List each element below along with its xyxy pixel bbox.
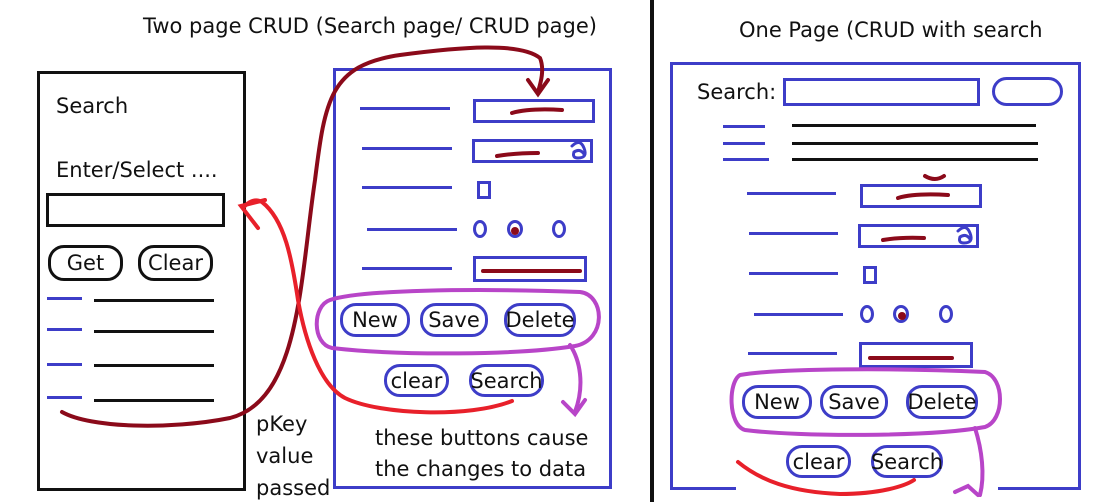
search-page-clear-button[interactable]: Clear [138,245,213,281]
text-field[interactable] [859,342,973,368]
dropdown-field[interactable] [858,224,979,248]
checkbox[interactable] [477,181,491,199]
field-label-line [360,107,450,110]
delete-button[interactable]: Delete [504,303,576,337]
search-page-input[interactable] [46,193,225,227]
radio-option[interactable] [860,305,874,323]
result-row-value [792,158,1038,161]
text-field[interactable] [473,256,587,282]
one-page-clear-button[interactable]: clear [786,445,851,478]
one-page-search-button[interactable] [992,77,1063,106]
field-label-line [747,192,836,195]
radio-option[interactable] [939,305,953,323]
radio-option[interactable] [473,220,487,238]
result-row-key [47,297,82,300]
one-page-new-button[interactable]: New [742,385,812,419]
search-button[interactable]: Search [469,364,544,397]
pkey-note-line: value [256,444,314,468]
pkey-note-line: passed [256,476,331,500]
text-field[interactable] [473,99,595,123]
right-title: One Page (CRUD with search [739,18,1043,42]
one-page-search-button[interactable]: Search [871,445,943,478]
field-label-line [749,232,838,235]
result-row-key [723,158,769,161]
field-label-line [362,186,452,189]
get-button[interactable]: Get [48,245,123,281]
checkbox[interactable] [863,266,877,284]
field-label-line [362,147,452,150]
left-title: Two page CRUD (Search page/ CRUD page) [143,14,597,38]
radio-option[interactable] [552,220,566,238]
save-button[interactable]: Save [420,303,488,337]
field-label-line [362,267,452,270]
field-label-line [749,272,838,275]
divider [650,0,654,502]
one-page-delete-button[interactable]: Delete [906,385,978,419]
search-page-prompt: Enter/Select .... [56,158,218,182]
crud-note-line: these buttons cause [375,426,589,450]
crud-note-line: the changes to data [375,457,587,481]
result-row-value [792,124,1036,127]
one-page-save-button[interactable]: Save [820,385,888,419]
result-row-value [94,364,214,367]
one-page-search-input[interactable] [783,78,980,106]
pkey-note-line: pKey [256,412,308,436]
new-button[interactable]: New [340,303,410,337]
result-row-key [47,328,82,331]
result-row-value [94,330,214,333]
result-row-key [47,363,82,366]
field-label-line [367,228,457,231]
radio-option-selected[interactable] [893,305,909,323]
search-page-heading: Search [56,94,129,118]
clear-button[interactable]: clear [384,364,449,397]
result-row-value [94,299,214,302]
field-label-line [754,313,843,316]
field-label-line [748,352,837,355]
result-row-key [723,142,765,145]
radio-option-selected[interactable] [507,220,523,238]
result-row-key [723,125,765,128]
text-field[interactable] [860,184,982,208]
dropdown-field[interactable] [472,139,593,163]
one-page-search-label: Search: [697,80,777,104]
result-row-value [792,142,1038,145]
search-page-frame [37,71,246,491]
result-row-value [94,399,214,402]
result-row-key [47,396,82,399]
